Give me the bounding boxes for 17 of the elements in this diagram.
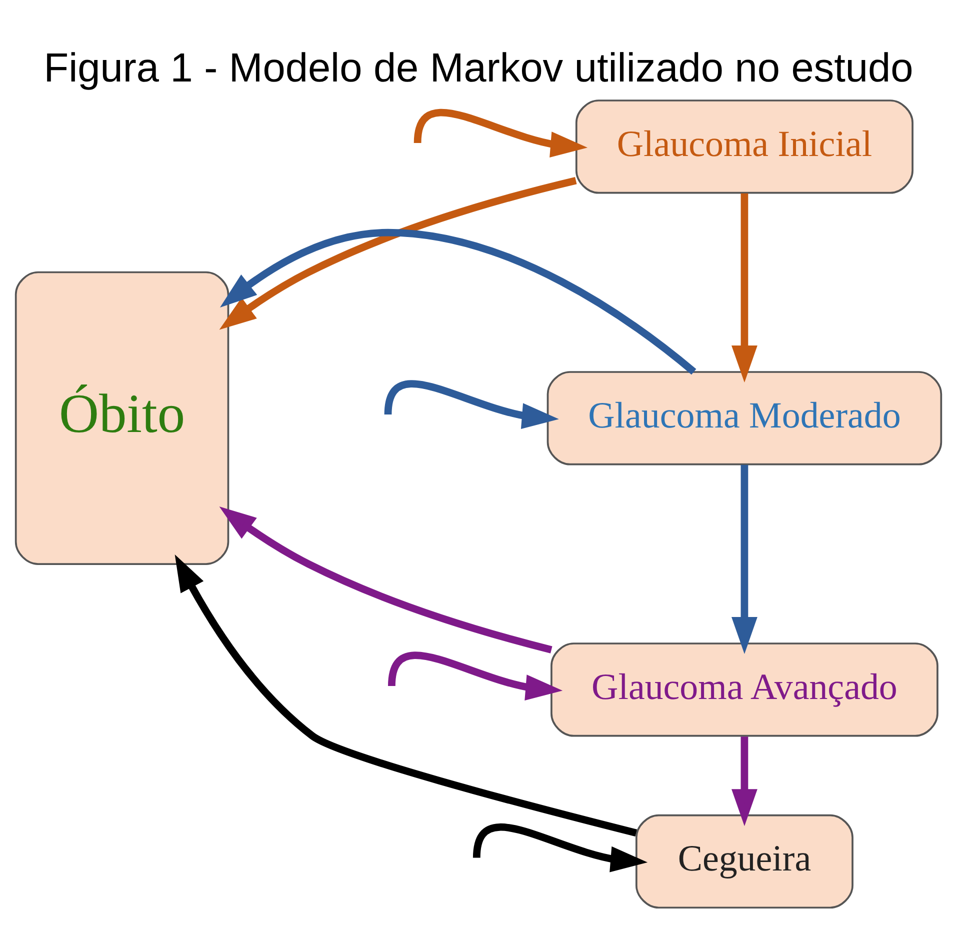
- arrow: [414, 108, 588, 157]
- node-box: Cegueira: [636, 814, 854, 908]
- diagram-title: Figura 1 - Modelo de Markov utilizado no estudo: [44, 44, 914, 90]
- arrow: [220, 228, 696, 374]
- arrow: [732, 192, 758, 382]
- arrow: [174, 554, 638, 836]
- node-box: Óbito: [14, 270, 230, 564]
- arrow: [388, 651, 563, 700]
- arrow: [732, 736, 758, 826]
- arrow: [219, 176, 577, 330]
- arrow: [219, 506, 552, 653]
- node-box: Glaucoma Moderado: [546, 370, 942, 465]
- node-box: Glaucoma Avançado: [550, 642, 938, 736]
- node-box: Glaucoma Inicial: [575, 99, 914, 194]
- arrow: [384, 380, 559, 428]
- arrow: [732, 464, 758, 654]
- arrow: [472, 823, 648, 872]
